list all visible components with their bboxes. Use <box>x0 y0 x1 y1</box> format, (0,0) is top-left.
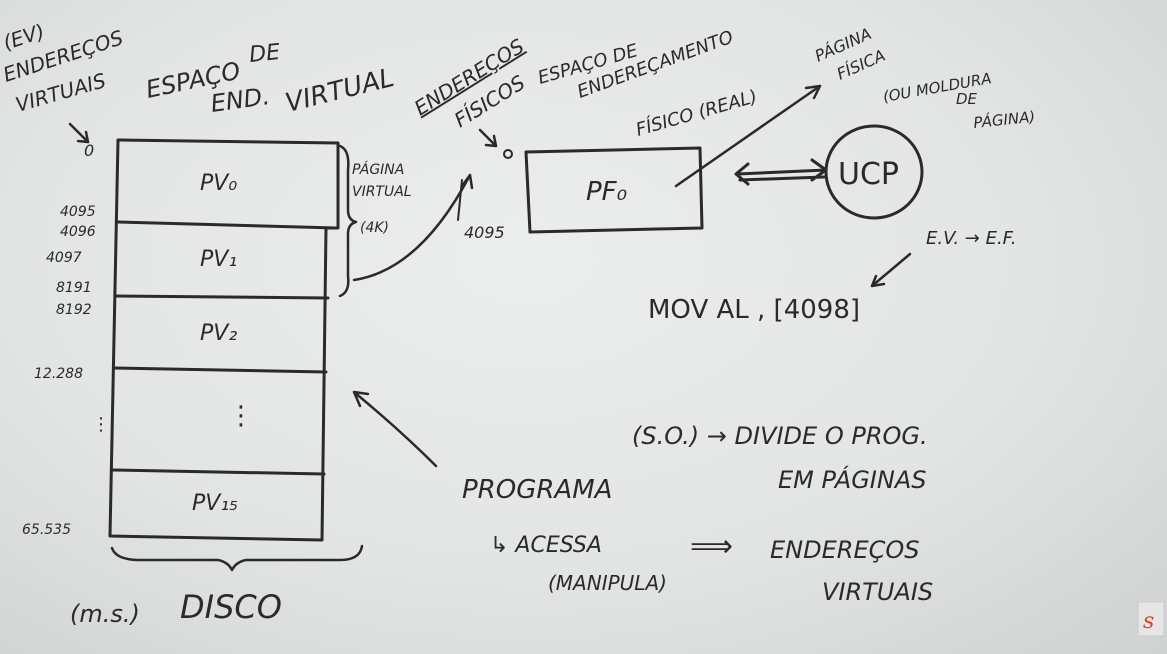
brace <box>338 144 358 298</box>
end-4095: 4095 <box>464 223 505 242</box>
arrow-to-zero <box>68 122 90 144</box>
address-4097: 4097 <box>46 250 82 266</box>
ellipsis-label: ⋮ <box>228 401 254 431</box>
acessa-label: ↳ ACESSA <box>490 533 602 558</box>
enderecos-virtuais-2: VIRTUAIS <box>822 578 933 606</box>
virtual-word: VIRTUAL <box>282 63 397 119</box>
zero-dot <box>503 149 513 159</box>
pv1-label: PV₁ <box>200 247 237 272</box>
frame-side-brace <box>457 179 463 221</box>
translation-note: E.V. → E.F. MOV AL , [4098] <box>648 228 1016 325</box>
programa-label: PROGRAMA <box>462 475 612 505</box>
espaco-end-virtual-title: ESPAÇO DE END. VIRTUAL <box>143 40 397 119</box>
table-outline <box>108 138 340 542</box>
pagina-fisica-label: PÁGINA FÍSICA (OU MOLDURA DE PÁGINA) <box>812 24 1036 132</box>
fisico-real-label: FÍSICO (REAL) <box>633 85 759 141</box>
virtual-addresses-label: (EV) ENDEREÇOS VIRTUAIS 0 <box>0 19 126 160</box>
address-4095: 4095 <box>60 204 96 220</box>
de-label: DE <box>956 90 978 108</box>
enderecos-virtuais-1: ENDEREÇOS <box>770 536 919 564</box>
address-ellipsis: ⋮ <box>92 414 110 435</box>
address-12288: 12.288 <box>34 366 83 382</box>
mapping-arrow <box>352 173 474 282</box>
address-65535: 65.535 <box>22 522 71 538</box>
programa-note: PROGRAMA ↳ ACESSA (MANIPULA) ⟹ ENDEREÇOS… <box>352 390 933 606</box>
pv15-label: PV₁₅ <box>192 491 238 516</box>
physical-frame: PF₀ 4095 <box>457 84 822 242</box>
address-labels: 4095 4096 4097 8191 8192 12.288 ⋮ 65.535 <box>22 204 110 538</box>
pf0-label: PF₀ <box>586 177 628 207</box>
page-size-brace: PÁGINA VIRTUAL (4K) <box>338 144 474 298</box>
cpu: UCP <box>734 124 924 220</box>
cpu-label: UCP <box>838 157 899 192</box>
frame-box <box>524 146 704 234</box>
programa-arrow <box>352 390 438 468</box>
address-4096: 4096 <box>60 224 96 240</box>
zero-address: 0 <box>84 141 94 160</box>
physical-zero-arrow <box>478 128 498 148</box>
manipula-label: (MANIPULA) <box>548 571 667 595</box>
table-row-divider <box>110 468 326 476</box>
bidirectional-arrow <box>734 158 828 186</box>
logo-background <box>1137 601 1165 637</box>
corner-logo: s <box>1137 601 1165 637</box>
table-row-divider <box>112 366 328 374</box>
ev-to-ef-label: E.V. → E.F. <box>926 228 1016 249</box>
address-8191: 8191 <box>56 280 92 296</box>
physical-address-title: ENDEREÇOS FÍSICOS ESPAÇO DE ENDEREÇAMENT… <box>410 27 760 148</box>
logo-mark: s <box>1143 609 1154 634</box>
mov-instruction: MOV AL , [4098] <box>648 295 860 325</box>
table-row-divider <box>116 220 338 230</box>
pagina-virtual-label-3: (4K) <box>360 220 389 236</box>
pagina-virtual-label-1: PÁGINA <box>352 161 404 178</box>
os-note: (S.O.) → DIVIDE O PROG. EM PÁGINAS <box>632 422 928 494</box>
de-word: DE <box>248 40 281 68</box>
ms-label: (m.s.) <box>70 600 140 628</box>
pagina-fisica-arrow <box>674 84 822 188</box>
pv2-label: PV₂ <box>200 321 237 346</box>
bottom-brace <box>110 544 364 572</box>
address-8192: 8192 <box>56 302 92 318</box>
pagina-virtual-label-2: VIRTUAL <box>352 184 412 200</box>
cpu-circle <box>824 124 924 220</box>
ev-arrow <box>870 252 912 288</box>
pagina-close-label: PÁGINA) <box>972 107 1036 132</box>
disk-brace: (m.s.) DISCO <box>70 544 364 628</box>
table-row-divider <box>114 294 330 300</box>
ev-label: (EV) <box>0 19 47 55</box>
virtual-page-table: PV₀ PV₁ PV₂ ⋮ PV₁₅ <box>108 138 340 542</box>
pv0-label: PV₀ <box>200 171 237 196</box>
implies-arrow: ⟹ <box>690 529 733 564</box>
os-line-2: EM PÁGINAS <box>778 465 926 494</box>
disco-label: DISCO <box>180 588 282 626</box>
os-line-1: (S.O.) → DIVIDE O PROG. <box>632 422 928 450</box>
